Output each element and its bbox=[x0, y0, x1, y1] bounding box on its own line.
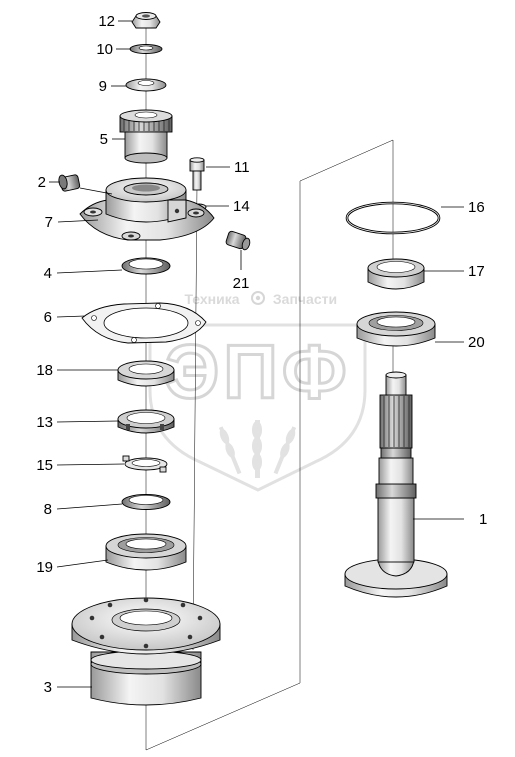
part-20-bearing bbox=[356, 311, 436, 347]
part-19-bearing bbox=[105, 533, 187, 571]
part-12-nut bbox=[131, 12, 161, 29]
callout-8: 8 bbox=[44, 501, 52, 518]
callout-13: 13 bbox=[36, 414, 53, 431]
part-2-plug bbox=[58, 174, 81, 192]
callout-7: 7 bbox=[45, 214, 53, 231]
part-17-seal-ring bbox=[367, 258, 425, 290]
callout-19: 19 bbox=[36, 559, 53, 576]
callout-14: 14 bbox=[233, 198, 250, 215]
callout-16: 16 bbox=[468, 199, 485, 216]
part-15-tab-washer bbox=[122, 455, 168, 473]
callout-21: 21 bbox=[233, 275, 250, 292]
callout-9: 9 bbox=[99, 78, 107, 95]
part-3-flange-housing bbox=[71, 597, 221, 706]
callout-2: 2 bbox=[38, 174, 46, 191]
callout-labels: 12 10 9 5 11 2 14 7 16 4 21 17 6 20 18 1… bbox=[36, 13, 487, 696]
part-11-bolt bbox=[189, 157, 205, 191]
part-4-spacer-ring bbox=[121, 257, 171, 275]
part-6-gasket bbox=[81, 302, 207, 344]
part-1-splined-shaft bbox=[344, 371, 448, 598]
part-13-slotted-nut bbox=[117, 409, 175, 434]
callout-10: 10 bbox=[96, 41, 113, 58]
callout-17: 17 bbox=[468, 263, 485, 280]
callout-12: 12 bbox=[98, 13, 115, 30]
watermark-text-left: Техника bbox=[184, 291, 239, 307]
callout-20: 20 bbox=[468, 334, 485, 351]
callout-15: 15 bbox=[36, 457, 53, 474]
callout-1: 1 bbox=[479, 511, 487, 528]
callout-5: 5 bbox=[100, 131, 108, 148]
watermark-logo-text: ЭПФ bbox=[165, 330, 351, 415]
wheat-icon bbox=[218, 420, 297, 478]
watermark-text-right: Запчасти bbox=[273, 291, 337, 307]
part-8-ring bbox=[121, 494, 171, 510]
part-5-splined-gear bbox=[119, 109, 173, 164]
callout-11: 11 bbox=[234, 159, 250, 176]
part-10-lock-washer bbox=[129, 44, 163, 54]
part-18-seal bbox=[117, 360, 175, 387]
callout-4: 4 bbox=[44, 265, 52, 282]
part-21-breather bbox=[225, 230, 251, 251]
watermark: Техника Запчасти ЭПФ bbox=[148, 291, 367, 492]
part-9-washer bbox=[125, 78, 167, 92]
gear-icon bbox=[251, 291, 265, 305]
part-16-o-ring bbox=[345, 201, 441, 235]
callout-leaders bbox=[49, 20, 464, 688]
callout-6: 6 bbox=[44, 309, 52, 326]
part-7-housing bbox=[79, 177, 215, 241]
callout-18: 18 bbox=[36, 362, 53, 379]
callout-3: 3 bbox=[44, 679, 52, 696]
